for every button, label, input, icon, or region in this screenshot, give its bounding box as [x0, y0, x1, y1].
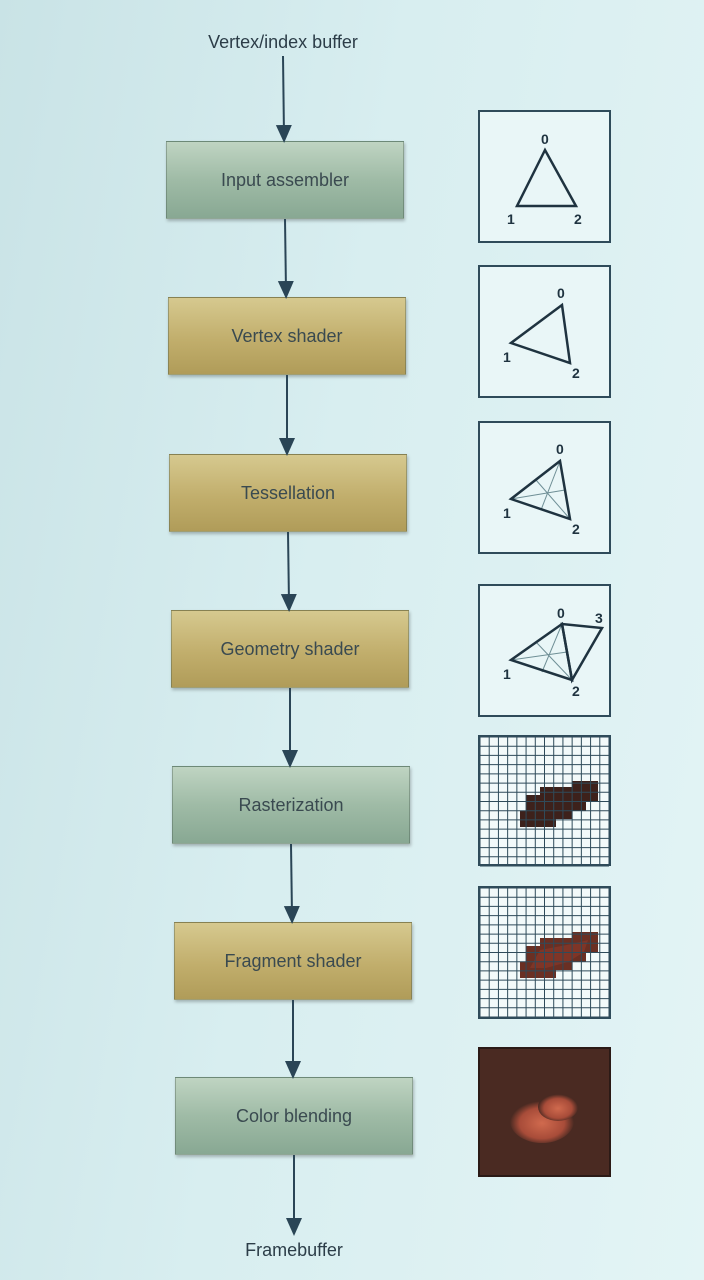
- triangle-input-icon: 0 1 2: [507, 131, 582, 227]
- illustration-color-blending: [478, 1047, 611, 1177]
- arrow-assembler-to-vertex: [277, 218, 294, 299]
- fragment-grid-icon: [479, 887, 610, 1018]
- arrow-input-to-assembler: [275, 55, 292, 143]
- svg-text:3: 3: [595, 610, 603, 626]
- svg-text:1: 1: [503, 666, 511, 682]
- svg-text:0: 0: [557, 285, 565, 301]
- svg-text:2: 2: [572, 365, 580, 381]
- svg-text:1: 1: [503, 349, 511, 365]
- svg-text:0: 0: [556, 441, 564, 457]
- geometry-triangles-icon: 0 1 2 3: [503, 605, 605, 699]
- blended-shape-icon: [510, 1093, 578, 1143]
- illustration-input-assembler: 0 1 2: [478, 110, 611, 243]
- input-buffer-label: Vertex/index buffer: [208, 32, 358, 52]
- illustration-tessellation: 0 1 2: [478, 421, 611, 554]
- svg-text:2: 2: [574, 211, 582, 227]
- stage-tessellation: Tessellation: [169, 454, 407, 532]
- svg-text:1: 1: [507, 211, 515, 227]
- svg-text:2: 2: [572, 683, 580, 699]
- svg-text:1: 1: [503, 505, 511, 521]
- illustration-rasterization: [478, 735, 611, 867]
- stage-input-assembler: Input assembler: [166, 141, 404, 219]
- raster-grid-icon: [479, 736, 610, 867]
- svg-text:0: 0: [557, 605, 565, 621]
- triangle-transformed-icon: 0 1 2: [503, 285, 580, 381]
- arrow-tessellation-to-geometry: [280, 531, 297, 612]
- svg-text:0: 0: [541, 131, 549, 147]
- framebuffer-label: Framebuffer: [245, 1240, 343, 1260]
- svg-text:2: 2: [572, 521, 580, 537]
- arrow-rasterization-to-fragment: [283, 843, 300, 924]
- stage-fragment-shader: Fragment shader: [174, 922, 412, 1000]
- illustration-geometry-shader: 0 1 2 3: [478, 584, 611, 717]
- stage-color-blending: Color blending: [175, 1077, 413, 1155]
- triangle-tessellated-icon: 0 1 2: [503, 441, 580, 537]
- illustration-vertex-shader: 0 1 2: [478, 265, 611, 398]
- illustration-fragment-shader: [478, 886, 611, 1019]
